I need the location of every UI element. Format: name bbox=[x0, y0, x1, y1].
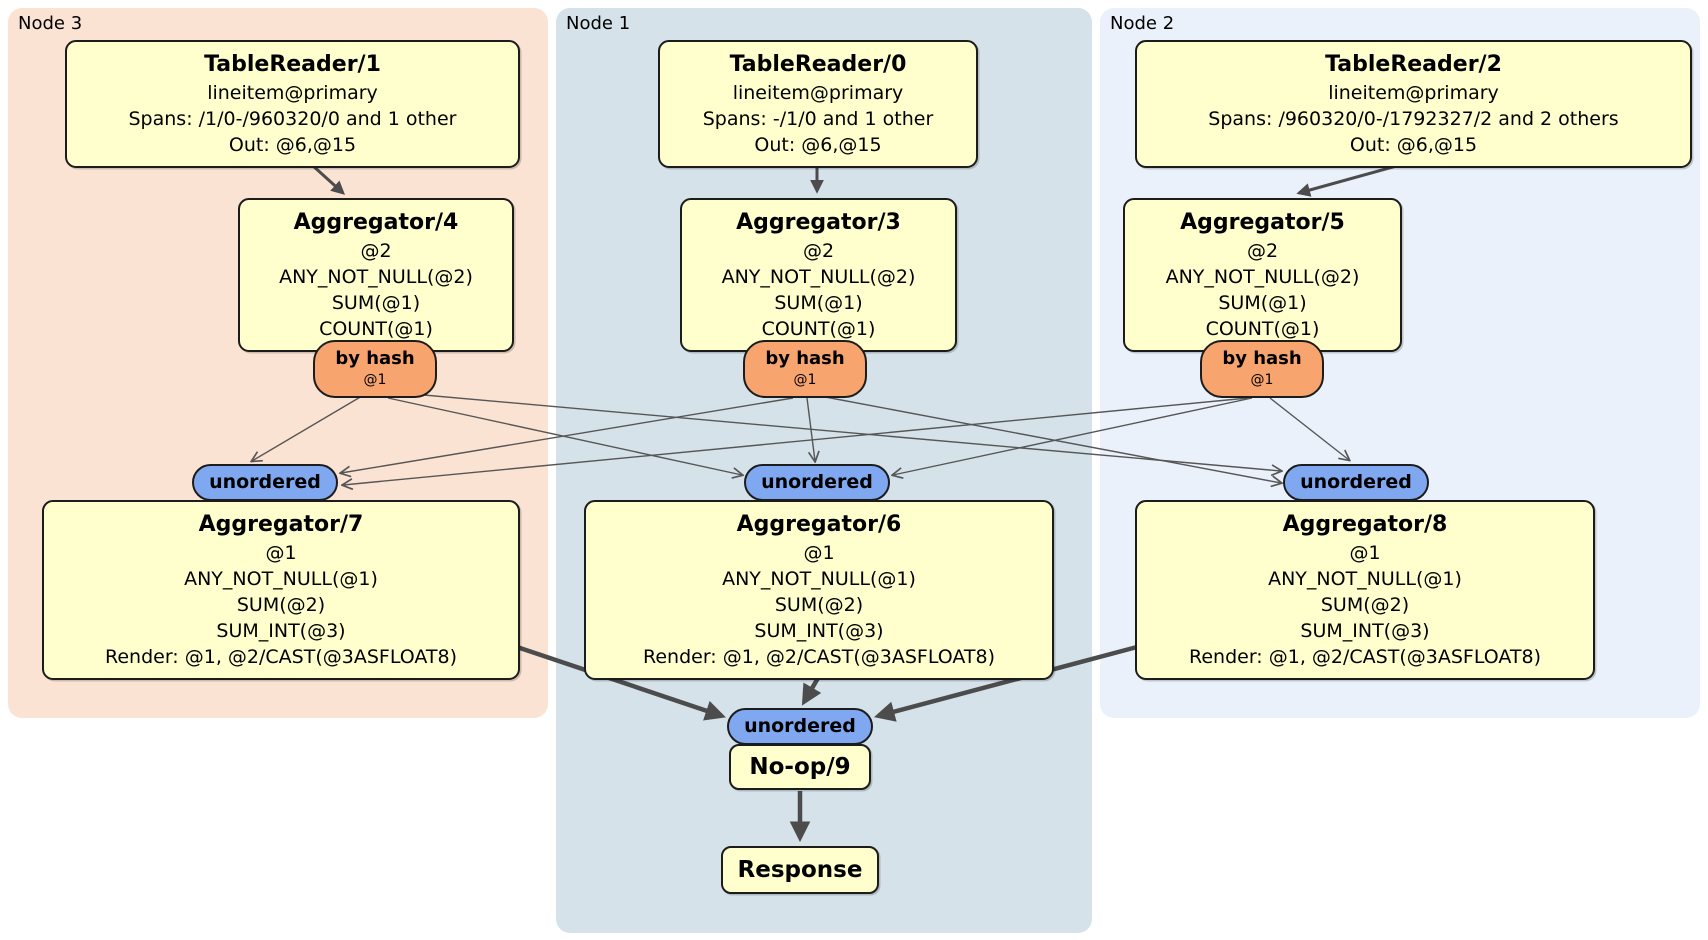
edge-byhash3-unordered-mid bbox=[806, 397, 815, 461]
edge-byhash3-unordered-left bbox=[341, 397, 794, 473]
plan-node-title: Aggregator/6 bbox=[736, 512, 902, 537]
plan-node-title: Aggregator/4 bbox=[293, 210, 459, 235]
plan-node-detail: ANY_NOT_NULL(@1) bbox=[722, 568, 916, 590]
plan-node-detail: Spans: /960320/0-/1792327/2 and 2 others bbox=[1208, 108, 1619, 130]
plan-node-detail: SUM_INT(@3) bbox=[754, 620, 884, 642]
stream-label: unordered bbox=[744, 715, 856, 737]
plan-node-aggregator-3: Aggregator/3 @2 ANY_NOT_NULL(@2) SUM(@1)… bbox=[680, 198, 957, 352]
stream-unordered-mid: unordered bbox=[744, 464, 890, 501]
router-by-hash-5: by hash @1 bbox=[1200, 340, 1324, 398]
plan-node-aggregator-5: Aggregator/5 @2 ANY_NOT_NULL(@2) SUM(@1)… bbox=[1123, 198, 1402, 352]
plan-node-detail: @1 bbox=[265, 542, 297, 564]
plan-node-response: Response bbox=[721, 846, 879, 894]
router-label: by hash bbox=[765, 348, 845, 369]
plan-node-title: Aggregator/7 bbox=[198, 512, 364, 537]
edge-byhash4-unordered-left bbox=[252, 395, 363, 461]
plan-node-detail: ANY_NOT_NULL(@2) bbox=[1165, 266, 1360, 288]
plan-node-tablereader-1: TableReader/1 lineitem@primary Spans: /1… bbox=[65, 40, 520, 168]
plan-node-tablereader-2: TableReader/2 lineitem@primary Spans: /9… bbox=[1135, 40, 1692, 168]
stream-label: unordered bbox=[209, 471, 321, 493]
plan-node-detail: Render: @1, @2/CAST(@3ASFLOAT8) bbox=[105, 646, 457, 668]
plan-node-title: TableReader/0 bbox=[729, 52, 907, 77]
plan-node-detail: ANY_NOT_NULL(@1) bbox=[184, 568, 378, 590]
region-node-2-label: Node 2 bbox=[1110, 13, 1175, 34]
edge-byhash3-unordered-right bbox=[819, 395, 1281, 483]
plan-node-detail: lineitem@primary bbox=[1328, 82, 1499, 104]
plan-node-detail: SUM_INT(@3) bbox=[1300, 620, 1430, 642]
plan-node-detail: SUM(@2) bbox=[1320, 594, 1410, 616]
plan-node-tablereader-0: TableReader/0 lineitem@primary Spans: -/… bbox=[658, 40, 978, 168]
region-node-3-label: Node 3 bbox=[18, 13, 83, 34]
stream-unordered-left: unordered bbox=[192, 464, 338, 501]
plan-node-detail: COUNT(@1) bbox=[319, 318, 433, 340]
plan-node-detail: Out: @6,@15 bbox=[1349, 134, 1478, 156]
router-label: by hash bbox=[1222, 348, 1302, 369]
plan-node-detail: SUM(@2) bbox=[774, 594, 864, 616]
plan-node-detail: Out: @6,@15 bbox=[228, 134, 357, 156]
plan-node-aggregator-8: Aggregator/8 @1 ANY_NOT_NULL(@1) SUM(@2)… bbox=[1135, 500, 1595, 680]
plan-node-detail: @1 bbox=[1349, 542, 1381, 564]
plan-node-detail: COUNT(@1) bbox=[761, 318, 876, 340]
plan-node-detail: SUM(@1) bbox=[1218, 292, 1307, 314]
edge-tablereader2-aggregator5 bbox=[1296, 163, 1401, 197]
plan-node-detail: SUM(@2) bbox=[236, 594, 326, 616]
edge-byhash5-unordered-left bbox=[343, 397, 1249, 485]
plan-node-detail: SUM(@1) bbox=[331, 292, 421, 314]
plan-node-detail: @2 bbox=[1246, 240, 1279, 262]
plan-node-detail: Out: @6,@15 bbox=[754, 134, 882, 156]
router-detail: @1 bbox=[793, 372, 817, 388]
edge-aggregator6-unordered-final bbox=[801, 676, 822, 706]
plan-node-detail: lineitem@primary bbox=[732, 82, 904, 104]
edge-aggregator8-unordered-final bbox=[873, 644, 1138, 722]
plan-node-detail: @1 bbox=[803, 542, 835, 564]
stream-unordered-right: unordered bbox=[1283, 464, 1429, 501]
plan-node-detail: lineitem@primary bbox=[207, 82, 378, 104]
plan-node-detail: SUM_INT(@3) bbox=[216, 620, 346, 642]
plan-node-title: TableReader/2 bbox=[1325, 52, 1502, 77]
edge-aggregator7-unordered-final bbox=[516, 644, 726, 721]
plan-node-detail: Render: @1, @2/CAST(@3ASFLOAT8) bbox=[643, 646, 995, 668]
stream-unordered-final: unordered bbox=[727, 708, 873, 745]
router-detail: @1 bbox=[363, 372, 387, 388]
router-by-hash-3: by hash @1 bbox=[743, 340, 867, 398]
region-node-1-label: Node 1 bbox=[566, 13, 631, 34]
plan-node-aggregator-7: Aggregator/7 @1 ANY_NOT_NULL(@1) SUM(@2)… bbox=[42, 500, 520, 680]
plan-node-title: Aggregator/8 bbox=[1282, 512, 1448, 537]
edge-byhash4-unordered-right bbox=[389, 391, 1281, 471]
plan-node-detail: COUNT(@1) bbox=[1205, 318, 1320, 340]
plan-node-detail: ANY_NOT_NULL(@1) bbox=[1268, 568, 1462, 590]
plan-node-detail: ANY_NOT_NULL(@2) bbox=[721, 266, 916, 288]
plan-node-detail: Spans: -/1/0 and 1 other bbox=[702, 108, 934, 130]
router-detail: @1 bbox=[1250, 372, 1274, 388]
edge-byhash5-unordered-right bbox=[1269, 397, 1349, 460]
plan-node-detail: Spans: /1/0-/960320/0 and 1 other bbox=[128, 108, 457, 130]
stream-label: unordered bbox=[1300, 471, 1412, 493]
plan-node-aggregator-4: Aggregator/4 @2 ANY_NOT_NULL(@2) SUM(@1)… bbox=[238, 198, 514, 352]
stream-label: unordered bbox=[761, 471, 873, 493]
plan-node-title: No-op/9 bbox=[749, 754, 851, 780]
plan-node-detail: Render: @1, @2/CAST(@3ASFLOAT8) bbox=[1189, 646, 1541, 668]
edge-byhash5-unordered-mid bbox=[893, 397, 1253, 475]
plan-node-detail: @2 bbox=[360, 240, 392, 262]
plan-node-detail: SUM(@1) bbox=[774, 292, 863, 314]
plan-node-title: Aggregator/5 bbox=[1180, 210, 1345, 235]
edge-tablereader1-aggregator4 bbox=[310, 163, 346, 195]
router-by-hash-4: by hash @1 bbox=[313, 340, 437, 398]
plan-node-noop-9: No-op/9 bbox=[729, 744, 871, 790]
router-label: by hash bbox=[335, 348, 415, 369]
plan-node-title: Response bbox=[737, 857, 863, 883]
plan-node-aggregator-6: Aggregator/6 @1 ANY_NOT_NULL(@1) SUM(@2)… bbox=[584, 500, 1054, 680]
plan-node-detail: @2 bbox=[802, 240, 835, 262]
plan-node-title: TableReader/1 bbox=[204, 52, 381, 77]
plan-node-detail: ANY_NOT_NULL(@2) bbox=[279, 266, 473, 288]
plan-node-title: Aggregator/3 bbox=[736, 210, 901, 235]
